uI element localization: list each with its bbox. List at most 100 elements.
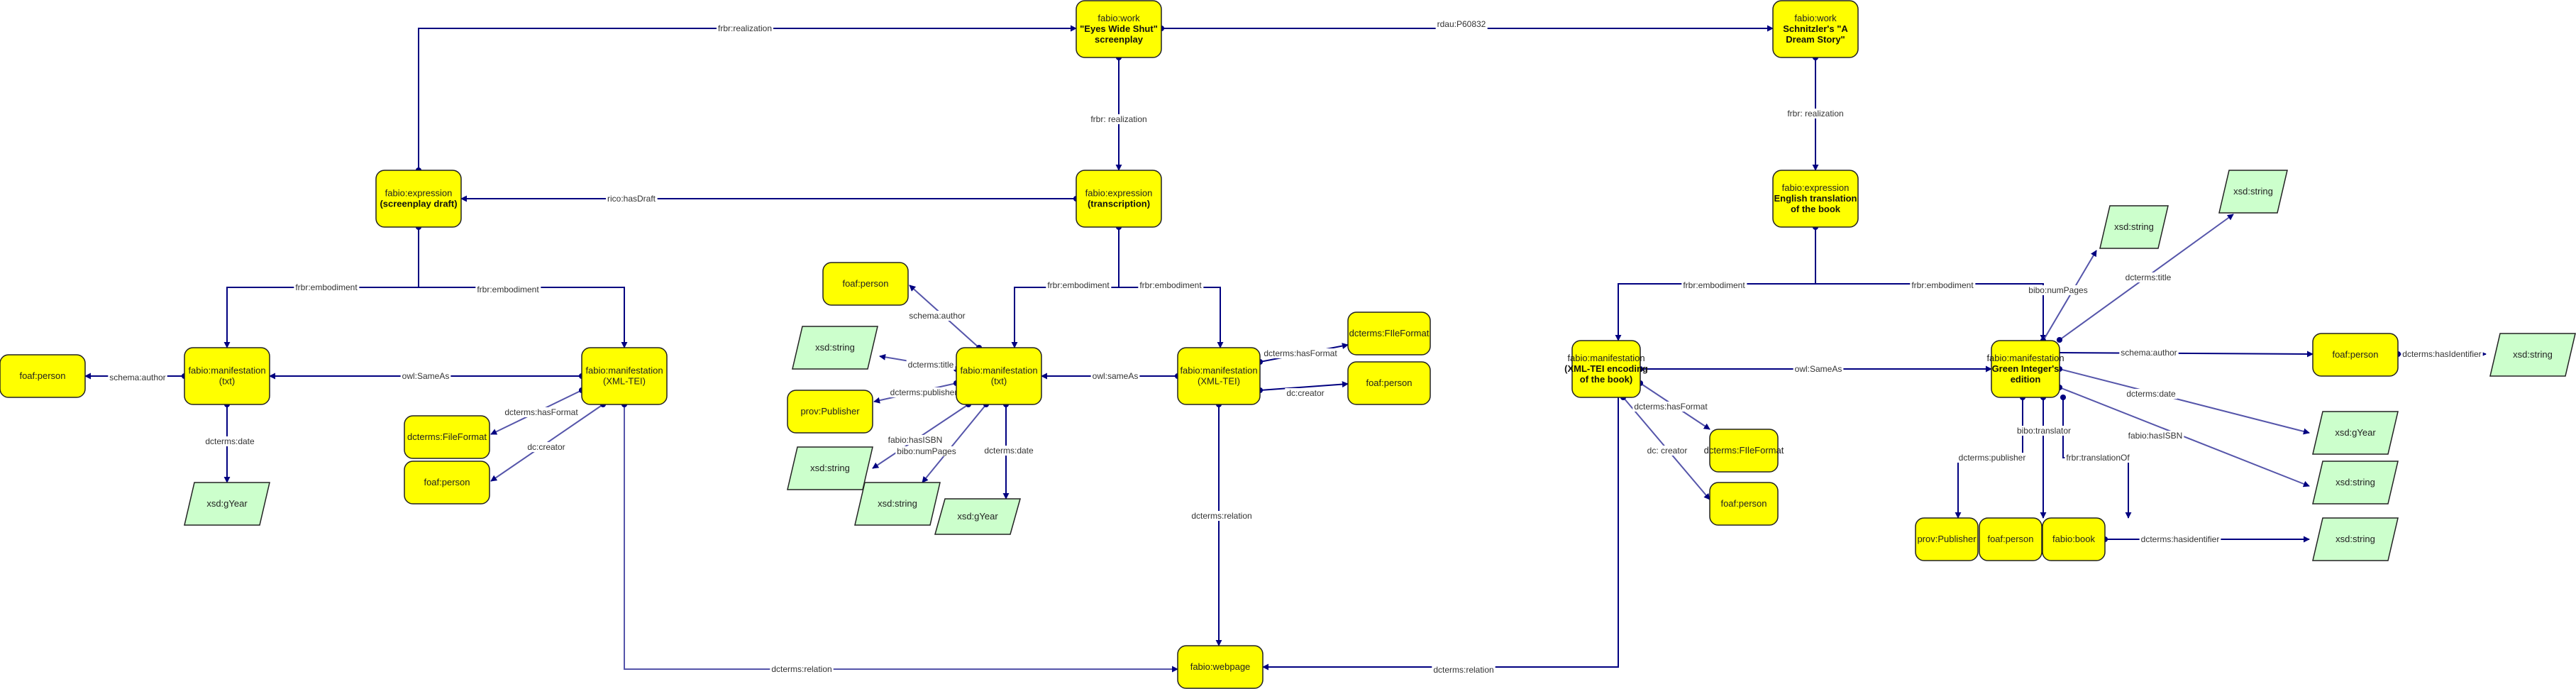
edge-label-group: bibo:numPages [2027,285,2089,295]
edge-label: dcterms:hasFormat [1634,402,1708,412]
datatype-node-string-m1[interactable]: xsd:string [792,326,878,370]
class-node-man-xml-l[interactable]: fabio:manifestation(XML-TEI) [581,347,668,405]
node-title: fabio:manifestation [1180,365,1257,376]
edge-label-group: frbr:realization [716,23,774,33]
edges-layer [84,25,2487,673]
edge-e-author-r [2059,351,2314,358]
class-shape [1076,0,1162,58]
class-node-person-l1[interactable]: foaf:person [0,354,86,398]
edge-label-background [2027,285,2089,295]
node-subtitle: "Eyes Wide Shut" [1080,23,1158,34]
datatype-node-gyear-l[interactable]: xsd:gYear [184,482,270,526]
datatype-node-gyear-r[interactable]: xsd:gYear [2312,411,2399,455]
edge-label-background [770,664,834,674]
datatype-shape [2218,170,2288,214]
edge-line [415,25,1077,174]
edge-e-relation-l [621,401,1178,673]
class-shape [404,415,490,459]
edge-label: dcterms:date [205,436,255,446]
node-title: fabio:manifestation [188,365,265,376]
edge-label-group: dcterms:publisher [1957,453,2028,463]
edge-label-background [204,436,257,446]
class-node-man-xml-m[interactable]: fabio:manifestation(XML-TEI) [1177,347,1261,405]
node-title: xsd:string [810,463,850,473]
edge-label-group: dcterms:title [906,360,956,370]
edge-label: bibo:numPages [2028,285,2087,295]
datatype-node-string-r2[interactable]: xsd:string [2218,170,2288,214]
class-node-fileformat-r[interactable]: dcterms:FIleFormat [1704,429,1784,473]
edge-label-group: frbr:embodiment [475,285,541,294]
edge-label-background [1645,446,1689,456]
node-subtitle: (XML-TEI) [1198,376,1240,387]
edge-label: dcterms:title [908,360,954,370]
edge-label: frbr:realization [718,23,772,33]
edge-label-group: dcterms:relation [1190,511,1254,521]
class-node-webpage[interactable]: fabio:webpage [1177,645,1264,689]
node-subtitle: (XML-TEI encoding [1564,363,1648,374]
edge-label-background [906,360,956,370]
edge-line [419,287,628,348]
node-subtitle: (transcription) [1088,199,1150,209]
edge-label: rdau:P60832 [1437,19,1486,29]
class-node-work-ews[interactable]: fabio:work"Eyes Wide Shut"screenplay [1076,0,1162,58]
datatype-node-gyear-m[interactable]: xsd:gYear [934,498,1021,535]
datatype-node-string-r3[interactable]: xsd:string [2489,333,2576,377]
edge-label-group: dc: creator [1645,446,1689,456]
class-node-person-m2[interactable]: foaf:person [1347,361,1431,405]
node-title: fabio:manifestation [1567,353,1644,363]
edge-label-background [907,311,967,321]
edge-label-group: owl:SameAs [1793,364,1844,374]
datatype-node-string-r1[interactable]: xsd:string [2099,205,2169,249]
datatype-node-string-r5[interactable]: xsd:string [2312,517,2399,561]
class-shape [1979,517,2042,561]
edge-label-background [1046,280,1112,290]
class-node-expr-transcr[interactable]: fabio:expression(transcription) [1076,170,1162,228]
class-node-man-txt-l[interactable]: fabio:manifestation(txt) [184,347,270,405]
class-node-publisher-m[interactable]: prov:Publisher [787,390,873,434]
class-node-person-r2[interactable]: foaf:person [2312,333,2399,377]
node-subtitle: screenplay [1095,34,1144,45]
edge-label: frbr:embodiment [295,282,358,292]
datatype-node-string-r4[interactable]: xsd:string [2312,461,2399,505]
class-node-man-txt-m[interactable]: fabio:manifestation(txt) [956,347,1042,405]
edge-line [1256,381,1349,394]
edge-label-background [1910,280,1976,290]
class-shape [1076,170,1162,228]
edge-label: bibo:translator [2017,426,2071,436]
datatype-shape [792,326,878,370]
class-node-fileformat-m[interactable]: dcterms:FIleFormat [1347,312,1431,355]
class-node-fileformat-l[interactable]: dcterms:FileFormat [404,415,490,459]
node-subtitle: of the book) [1580,374,1632,385]
datatype-node-string-m3[interactable]: xsd:string [854,482,941,526]
node-title: foaf:person [1366,377,1412,388]
class-node-book-r[interactable]: fabio:book [2042,517,2106,561]
edge-label: dcterms:publisher [890,387,958,397]
class-node-person-l2[interactable]: foaf:person [404,461,490,505]
edge-label-group: dcterms:relation [770,664,834,674]
edge-label-background [1138,280,1204,290]
class-node-person-r3[interactable]: foaf:person [1979,517,2042,561]
edge-e-date-r [2056,365,2310,435]
edge-label: dcterms:title [2126,272,2172,282]
edge-label-background [400,371,451,381]
class-node-person-m1[interactable]: foaf:person [822,262,909,306]
edge-label-group: dcterms:hasFormat [503,407,580,417]
datatype-shape [2489,333,2576,377]
class-node-expr-draft[interactable]: fabio:expression(screenplay draft) [375,170,462,228]
edge-label: frbr:embodiment [1683,280,1745,290]
class-shape [787,390,873,434]
class-node-publisher-r[interactable]: prov:Publisher [1915,517,1979,561]
node-title: foaf:person [424,477,470,487]
datatype-node-string-m2[interactable]: xsd:string [787,446,873,490]
edge-e-creator-m [1256,381,1349,394]
class-node-person-r1[interactable]: foaf:person [1709,482,1779,526]
edge-label: frbr:embodiment [477,285,539,294]
node-title: dcterms:FileFormat [407,431,487,442]
edge-e-pages-m [922,401,990,483]
